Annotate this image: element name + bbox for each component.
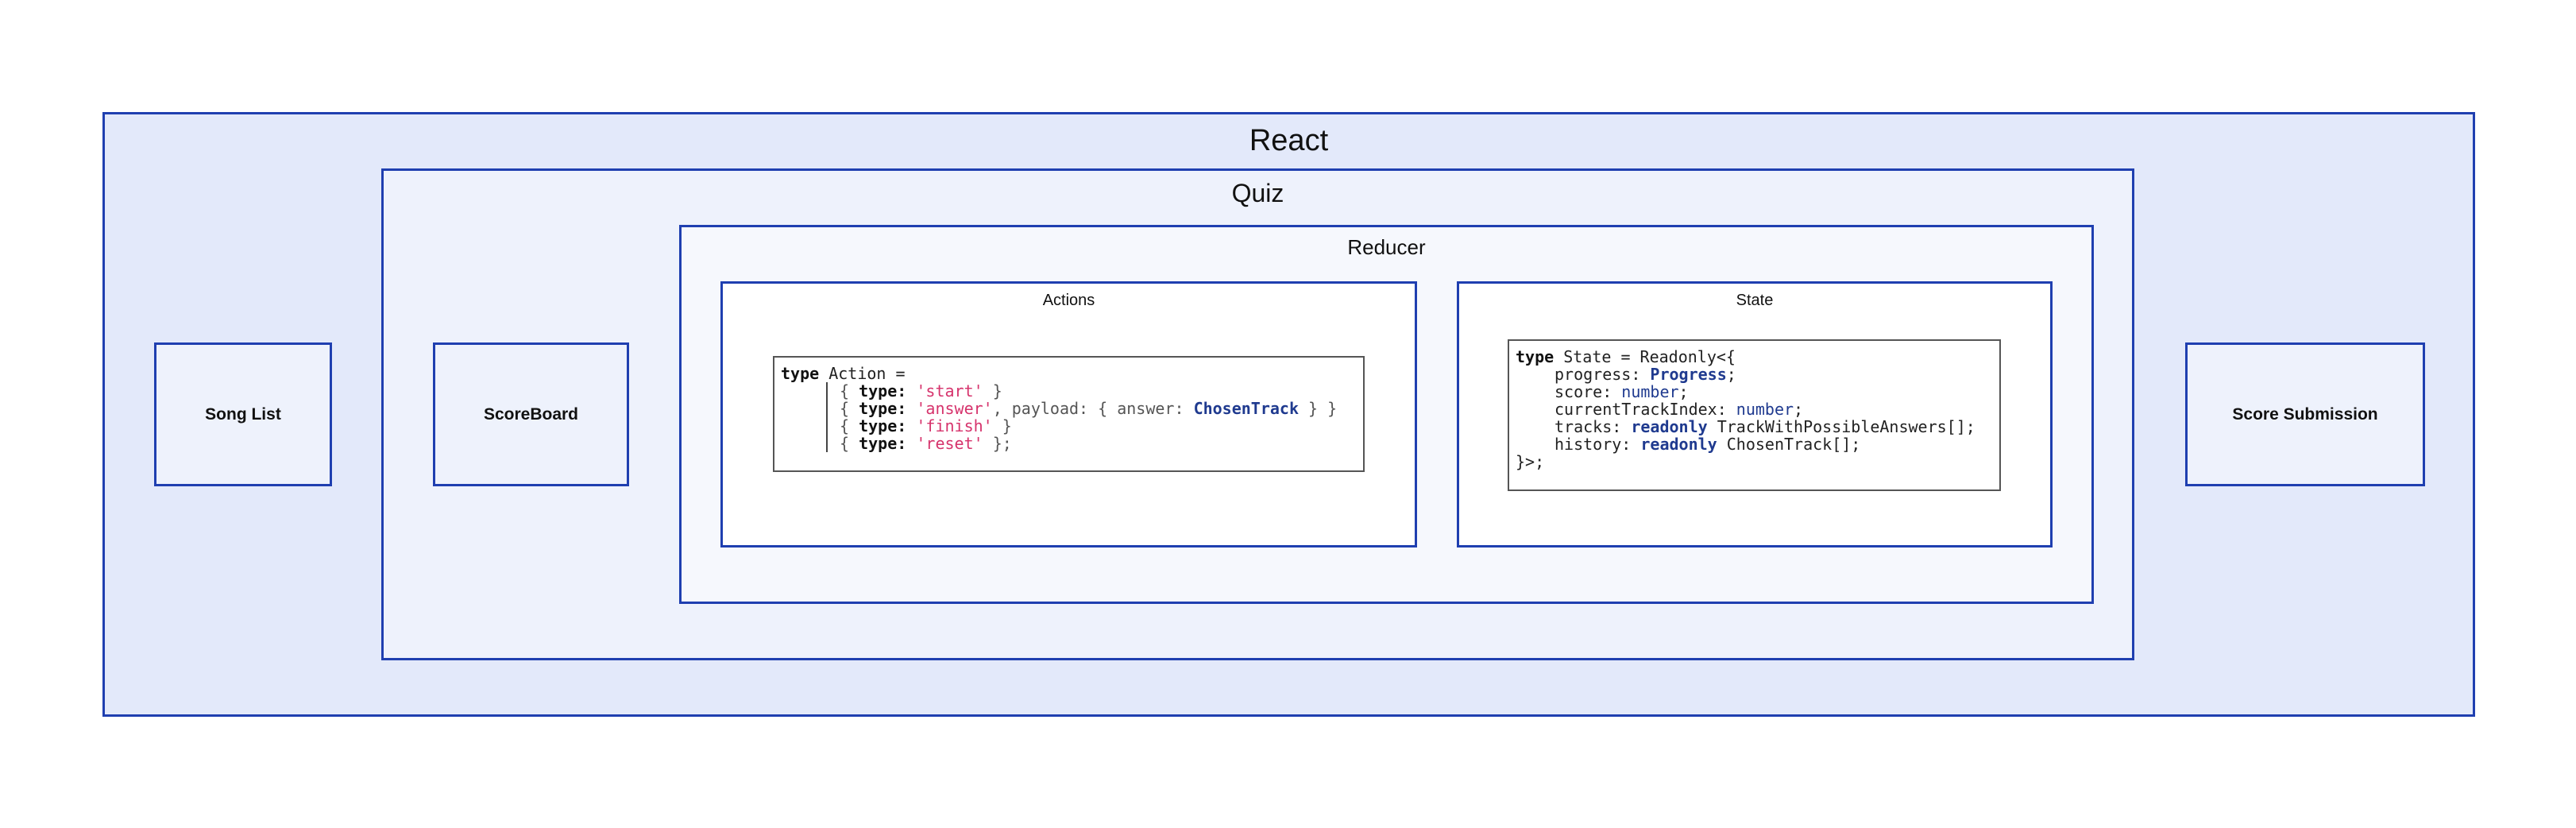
keyword-token: readonly bbox=[1631, 417, 1708, 436]
string-token: 'start' bbox=[916, 381, 983, 400]
react-title: React bbox=[1249, 124, 1329, 157]
reducer-title: Reducer bbox=[1347, 235, 1426, 259]
string-token: 'finish' bbox=[916, 416, 993, 435]
code-line: }>; bbox=[1516, 453, 1999, 470]
keyword-token: readonly bbox=[1640, 435, 1717, 454]
punctuation-token: }; bbox=[983, 434, 1012, 453]
song-list-label: Song List bbox=[205, 404, 281, 424]
code-line: score: number; bbox=[1516, 383, 1999, 400]
keyword-token: type: bbox=[859, 416, 907, 435]
code-line: currentTrackIndex: number; bbox=[1516, 400, 1999, 418]
type-token: number bbox=[1736, 400, 1794, 419]
punctuation-token: ; bbox=[1726, 365, 1736, 384]
punctuation-token: } bbox=[992, 416, 1012, 435]
code-line: { type: 'start' } bbox=[781, 382, 1363, 400]
code-line: type State = Readonly<{ bbox=[1516, 348, 1999, 366]
punctuation-token: { bbox=[840, 416, 859, 435]
scoreboard-label: ScoreBoard bbox=[483, 404, 579, 424]
type-token: ChosenTrack bbox=[1193, 399, 1300, 418]
score-submission-node: Score Submission bbox=[2185, 342, 2425, 486]
punctuation-token: { bbox=[840, 381, 859, 400]
keyword-token: type bbox=[1516, 347, 1554, 366]
type-token: Progress bbox=[1650, 365, 1727, 384]
song-list-node: Song List bbox=[154, 342, 332, 486]
keyword-token: type: bbox=[859, 381, 907, 400]
code-text: history: bbox=[1554, 435, 1641, 454]
string-token: 'reset' bbox=[916, 434, 983, 453]
code-text: Action = bbox=[819, 364, 906, 383]
scoreboard-node: ScoreBoard bbox=[433, 342, 629, 486]
code-line: history: readonly ChosenTrack[]; bbox=[1516, 435, 1999, 453]
keyword-token: type: bbox=[859, 399, 907, 418]
punctuation-token: { bbox=[840, 399, 859, 418]
code-line: type Action = bbox=[781, 365, 1363, 382]
code-text: }>; bbox=[1516, 452, 1545, 471]
punctuation-token: } } bbox=[1299, 399, 1338, 418]
code-line: { type: 'reset' }; bbox=[781, 435, 1363, 452]
code-line: { type: 'answer', payload: { answer: Cho… bbox=[781, 400, 1363, 417]
keyword-token: type bbox=[781, 364, 820, 383]
action-type-code: type Action ={ type: 'start' }{ type: 'a… bbox=[773, 356, 1365, 472]
code-line: { type: 'finish' } bbox=[781, 417, 1363, 435]
punctuation-token: } bbox=[983, 381, 1002, 400]
actions-title: Actions bbox=[1042, 292, 1095, 309]
score-submission-label: Score Submission bbox=[2232, 404, 2378, 424]
code-text: progress: bbox=[1554, 365, 1651, 384]
state-type-code: type State = Readonly<{progress: Progres… bbox=[1508, 339, 2001, 491]
punctuation-token: ; bbox=[1678, 382, 1689, 401]
code-text: , payload: { answer: bbox=[992, 399, 1194, 418]
code-text: score: bbox=[1554, 382, 1622, 401]
code-text: State = Readonly<{ bbox=[1554, 347, 1736, 366]
punctuation-token: ; bbox=[1794, 400, 1804, 419]
quiz-title: Quiz bbox=[1231, 179, 1284, 207]
keyword-token: type: bbox=[859, 434, 907, 453]
code-text: ChosenTrack[]; bbox=[1717, 435, 1861, 454]
type-token: number bbox=[1621, 382, 1679, 401]
string-token: 'answer' bbox=[916, 399, 993, 418]
code-line: progress: Progress; bbox=[1516, 366, 1999, 383]
code-text: TrackWithPossibleAnswers[]; bbox=[1707, 417, 1975, 436]
code-text: tracks: bbox=[1554, 417, 1632, 436]
code-text: currentTrackIndex: bbox=[1554, 400, 1736, 419]
code-line: tracks: readonly TrackWithPossibleAnswer… bbox=[1516, 418, 1999, 435]
state-title: State bbox=[1736, 292, 1774, 309]
punctuation-token: { bbox=[840, 434, 859, 453]
